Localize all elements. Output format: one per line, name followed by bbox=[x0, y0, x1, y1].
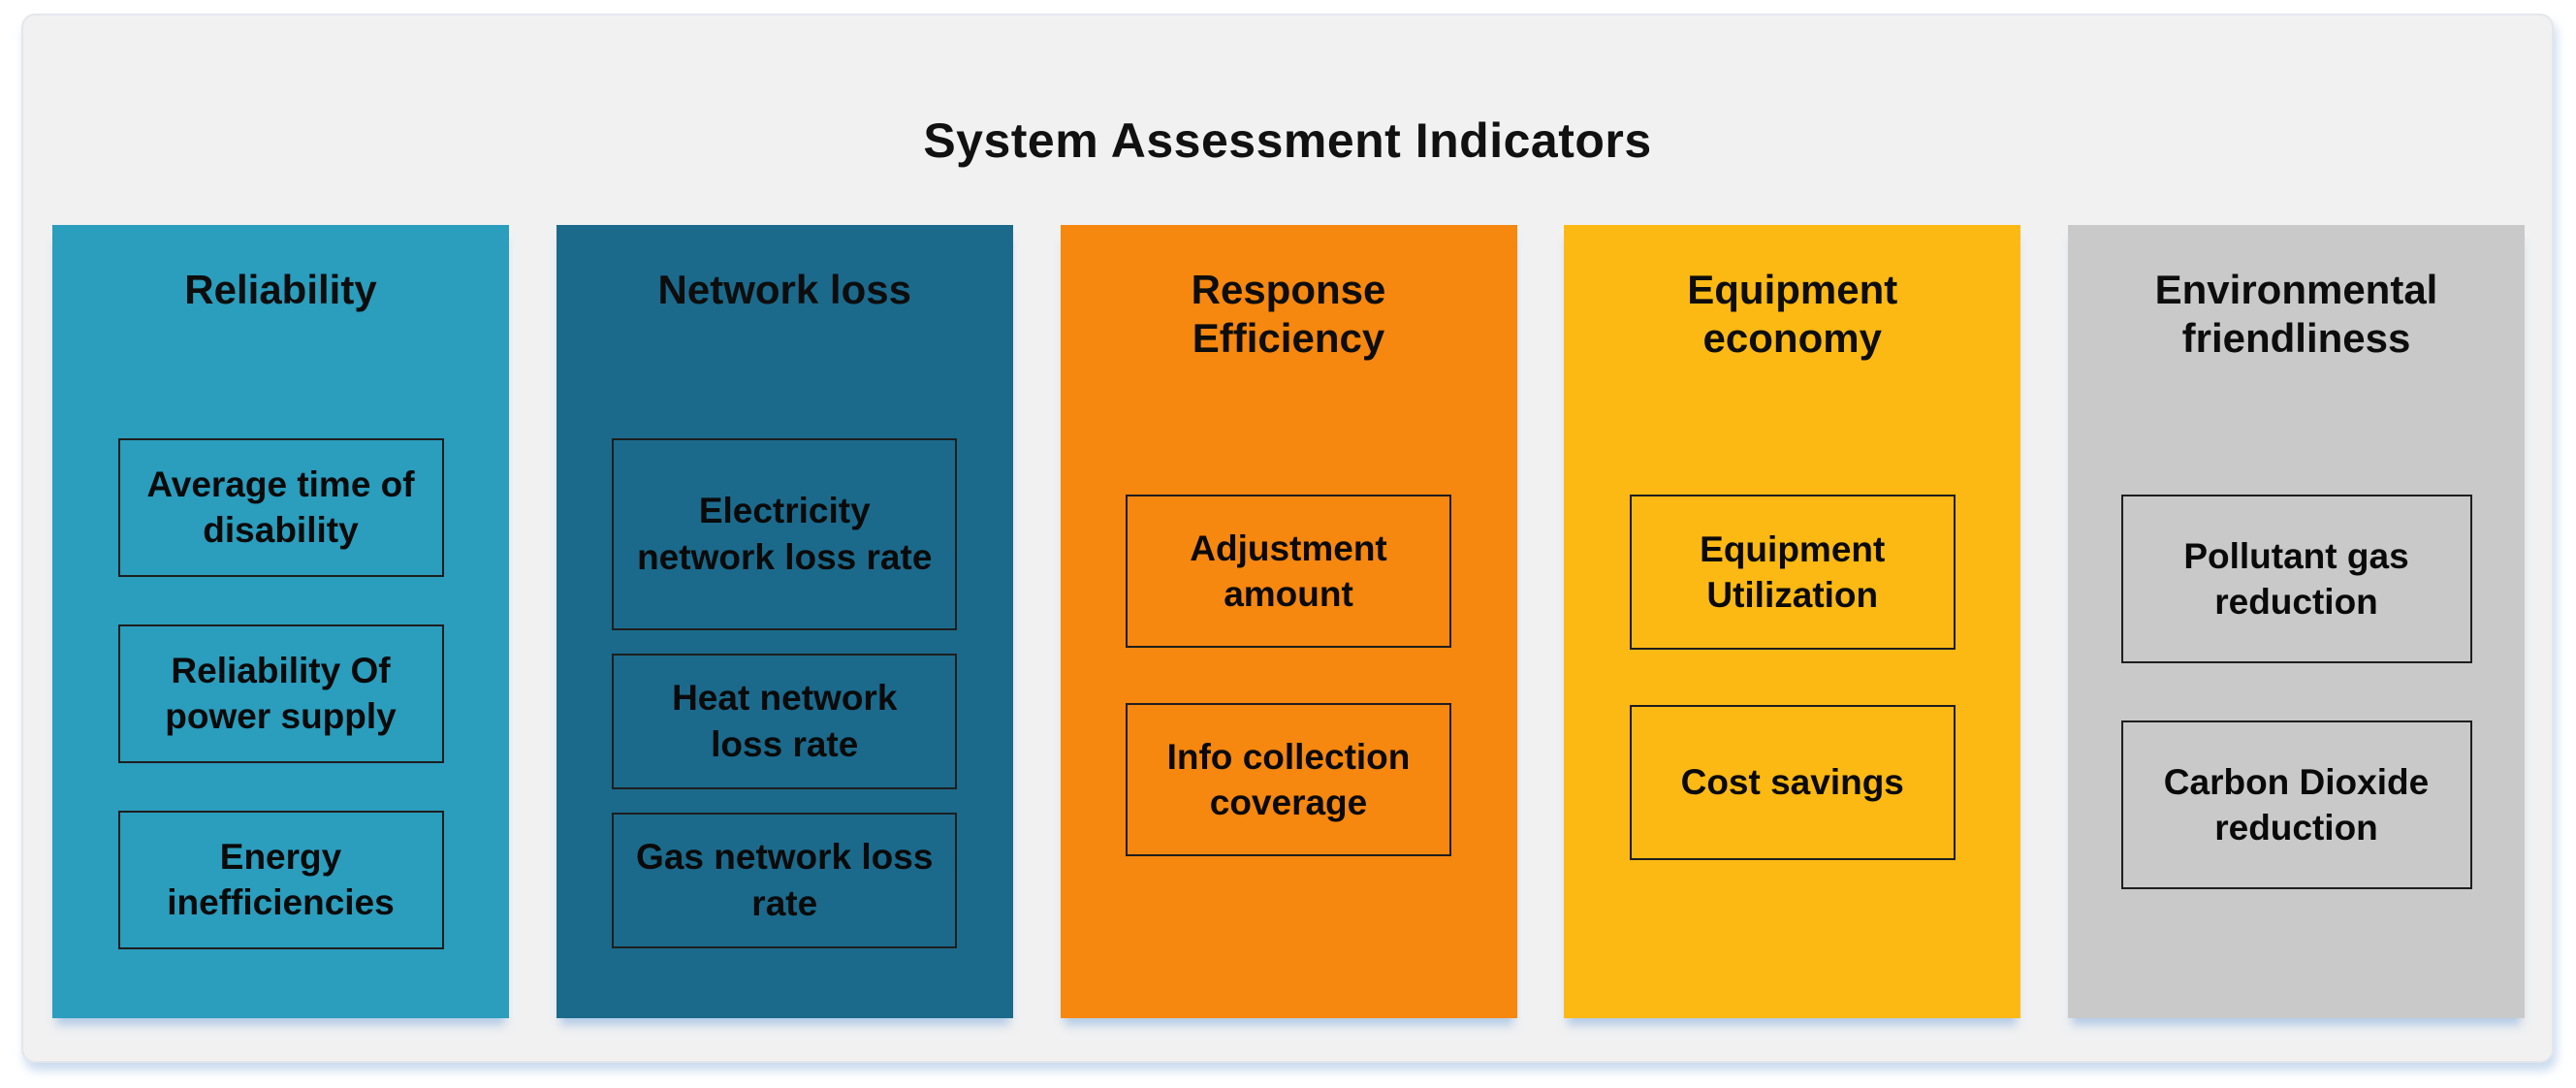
column-network-loss: Network loss Electricity network loss ra… bbox=[556, 225, 1013, 1018]
box-equipment-utilization: Equipment Utilization bbox=[1629, 495, 1956, 651]
indicator-box-list-reliability: Average time of disability Reliability O… bbox=[117, 437, 444, 949]
indicator-box-list-response-efficiency: Adjustment amount Info collection covera… bbox=[1126, 495, 1451, 857]
diagram-canvas: System Assessment Indicators Reliability… bbox=[21, 14, 2554, 1063]
indicator-box-list-environmental-friendliness: Pollutant gas reduction Carbon Dioxide r… bbox=[2120, 495, 2472, 890]
column-heading-network-loss: Network loss bbox=[657, 267, 911, 312]
box-average-time-of-disability: Average time of disability bbox=[117, 437, 444, 577]
box-heat-network-loss-rate: Heat network loss rate bbox=[612, 653, 958, 789]
column-reliability: Reliability Average time of disability R… bbox=[52, 225, 509, 1018]
box-reliability-of-power-supply: Reliability Of power supply bbox=[117, 624, 444, 763]
column-equipment-economy: Equipment economy Equipment Utilization … bbox=[1564, 225, 2021, 1018]
indicator-box-list-network-loss: Electricity network loss rate Heat netwo… bbox=[612, 437, 958, 948]
diagram-title: System Assessment Indicators bbox=[923, 113, 1652, 168]
column-heading-equipment-economy: Equipment economy bbox=[1687, 267, 1898, 361]
box-electricity-network-loss-rate: Electricity network loss rate bbox=[612, 437, 958, 630]
column-environmental-friendliness: Environmental friendliness Pollutant gas… bbox=[2068, 225, 2525, 1018]
box-pollutant-gas-reduction: Pollutant gas reduction bbox=[2120, 495, 2472, 664]
column-heading-response-efficiency: Response Efficiency bbox=[1191, 267, 1386, 361]
column-heading-reliability: Reliability bbox=[184, 267, 377, 312]
box-gas-network-loss-rate: Gas network loss rate bbox=[612, 812, 958, 948]
column-response-efficiency: Response Efficiency Adjustment amount In… bbox=[1060, 225, 1517, 1018]
box-energy-inefficiencies: Energy inefficiencies bbox=[117, 810, 444, 949]
box-info-collection-coverage: Info collection coverage bbox=[1126, 703, 1451, 857]
columns-row: Reliability Average time of disability R… bbox=[52, 225, 2525, 1018]
column-heading-environmental-friendliness: Environmental friendliness bbox=[2154, 267, 2438, 361]
indicator-box-list-equipment-economy: Equipment Utilization Cost savings bbox=[1629, 495, 1956, 861]
box-cost-savings: Cost savings bbox=[1629, 705, 1956, 861]
box-adjustment-amount: Adjustment amount bbox=[1126, 495, 1451, 649]
box-carbon-dioxide-reduction: Carbon Dioxide reduction bbox=[2120, 720, 2472, 890]
